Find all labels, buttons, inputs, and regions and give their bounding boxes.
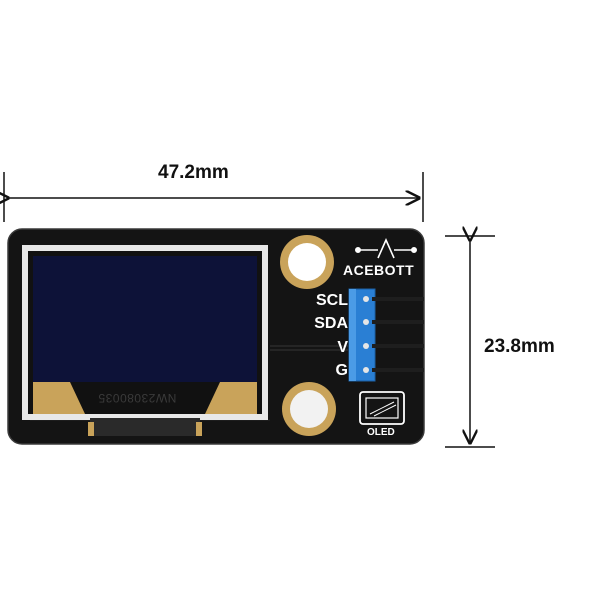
brand-logo-icon bbox=[354, 238, 417, 259]
pin-label-sda: SDA bbox=[314, 315, 348, 332]
gold-pad-left bbox=[33, 382, 85, 414]
height-dimension-line bbox=[445, 236, 495, 448]
pin-label-scl: SCL bbox=[316, 292, 348, 309]
pin-header bbox=[348, 288, 424, 382]
pin-label-v: V bbox=[337, 339, 348, 356]
oled-logo-icon bbox=[359, 391, 405, 425]
oled-label: OLED bbox=[367, 427, 395, 438]
height-dimension-label: 23.8mm bbox=[484, 336, 555, 357]
mounting-hole-bottom bbox=[282, 382, 336, 436]
gold-pad-right bbox=[205, 382, 257, 414]
brand-label: ACEBOTT bbox=[343, 262, 415, 278]
width-dimension-line bbox=[4, 172, 424, 222]
mounting-hole-top bbox=[280, 235, 334, 289]
ribbon-cable bbox=[90, 418, 200, 436]
pin-label-g: G bbox=[335, 362, 348, 379]
oled-display-module bbox=[22, 245, 268, 436]
oled-screen bbox=[33, 256, 257, 382]
serial-number: NW23080035 bbox=[98, 391, 177, 405]
width-dimension-label: 47.2mm bbox=[158, 162, 229, 183]
